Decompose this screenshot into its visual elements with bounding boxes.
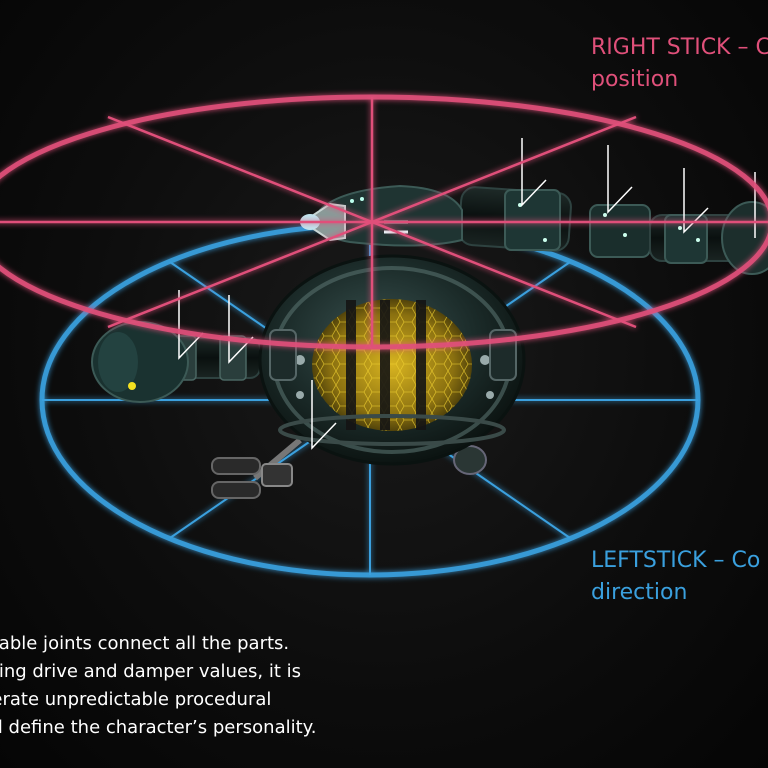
right-stick-label-line1: RIGHT STICK – C [591,35,768,60]
robot-character [91,138,768,499]
left-stick-label-line2: direction [591,580,688,605]
robot-right-arm [458,186,768,275]
right-stick-label: RIGHT STICK – C position [591,32,768,96]
description-line-2: pring drive and damper values, it is [0,661,302,682]
robot-left-light-icon [128,382,136,390]
description-line-1: urable joints connect all the parts. [0,633,290,654]
right-stick-ring [0,94,768,350]
joint-description: urable joints connect all the parts. pri… [0,630,400,742]
robot-gripper [211,437,487,499]
left-stick-label: LEFTSTICK – Co direction [591,545,760,609]
robot-body [258,254,526,466]
robot-left-arm [91,321,261,403]
description-line-4: nd define the character’s personality. [0,717,317,738]
left-stick-label-line1: LEFTSTICK – Co [591,548,761,573]
right-stick-label-line2: position [591,67,679,92]
description-line-3: nerate unpredictable procedural [0,689,272,710]
joint-markers [178,138,756,450]
